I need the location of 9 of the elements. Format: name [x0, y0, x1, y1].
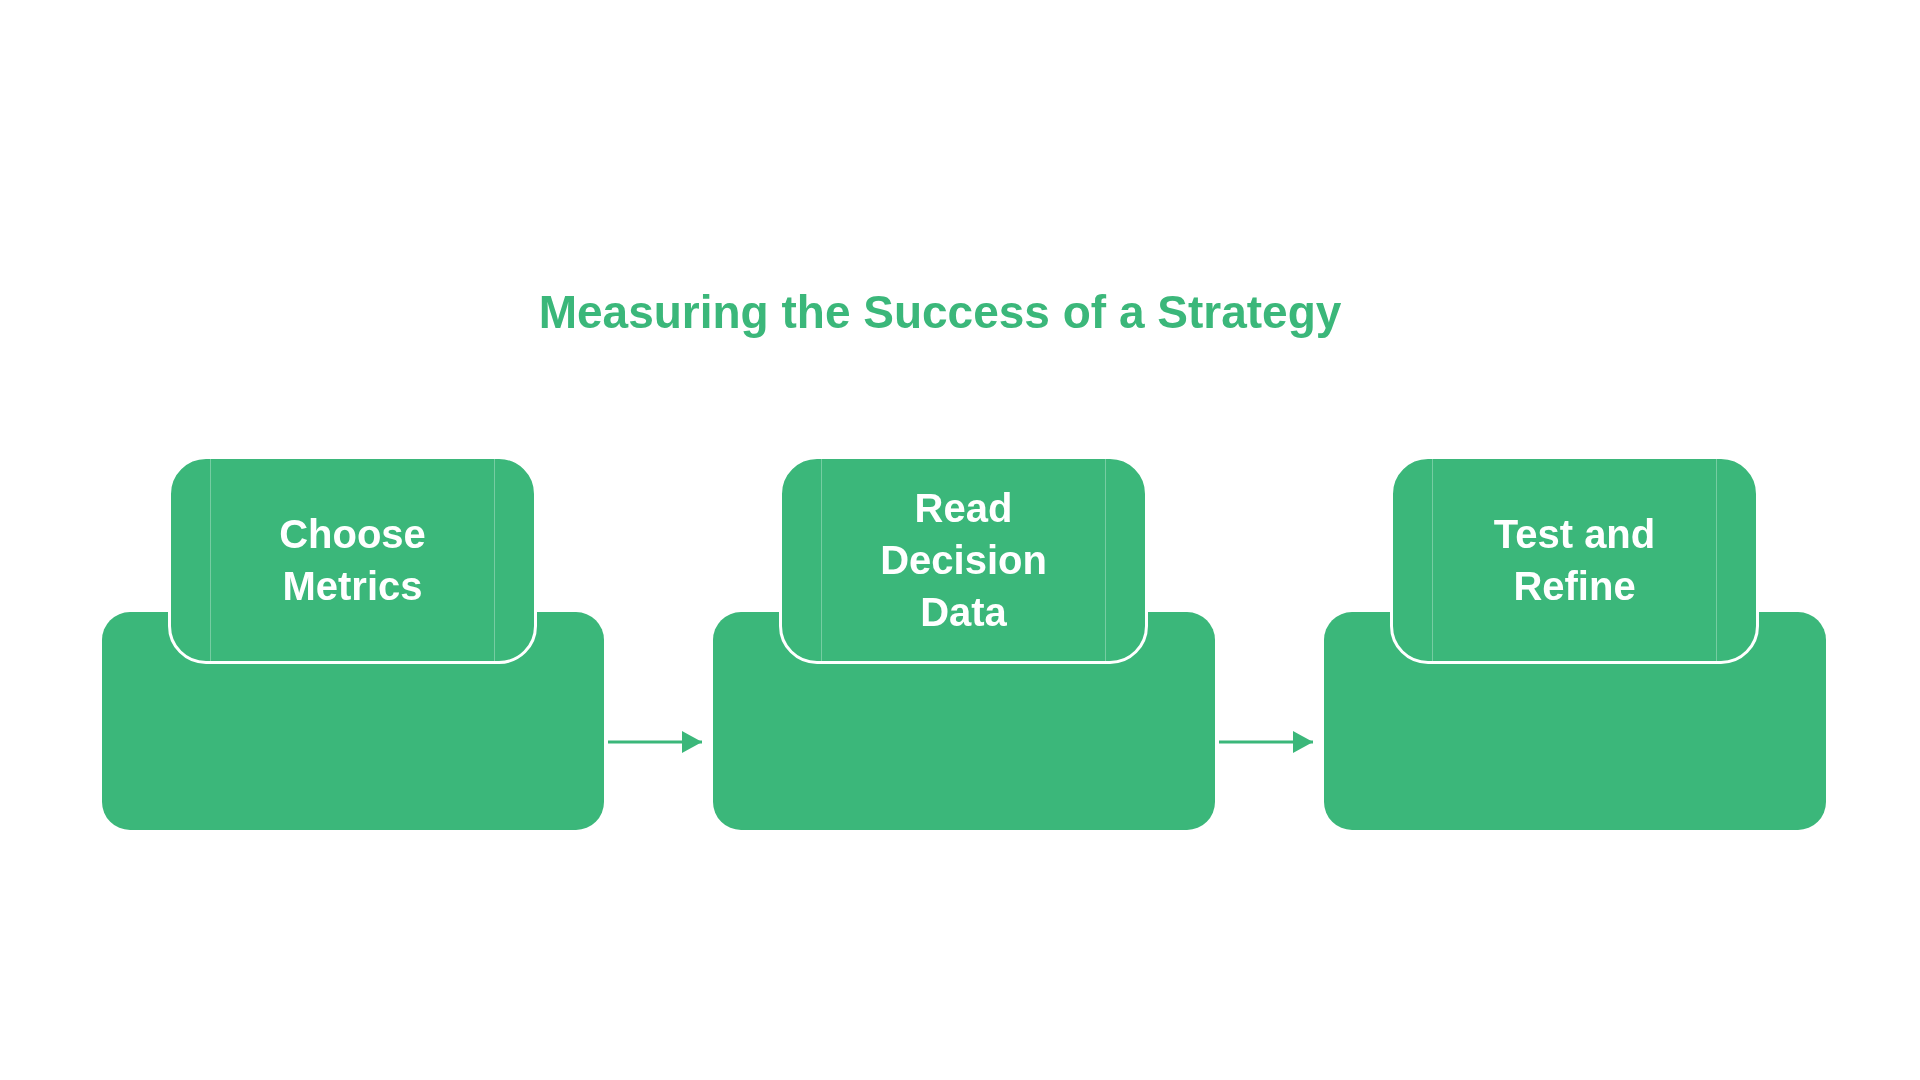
step-label: Read Decision Data	[879, 485, 1048, 636]
step-label: Test and Refine	[1492, 511, 1657, 610]
arrow	[608, 731, 702, 753]
arrow	[1219, 731, 1313, 753]
tab-card	[779, 456, 1148, 664]
tab-card	[168, 456, 537, 664]
step-label: Choose Metrics	[278, 511, 427, 610]
tab-card	[1390, 456, 1759, 664]
diagram-title: Measuring the Success of a Strategy	[537, 285, 1343, 340]
